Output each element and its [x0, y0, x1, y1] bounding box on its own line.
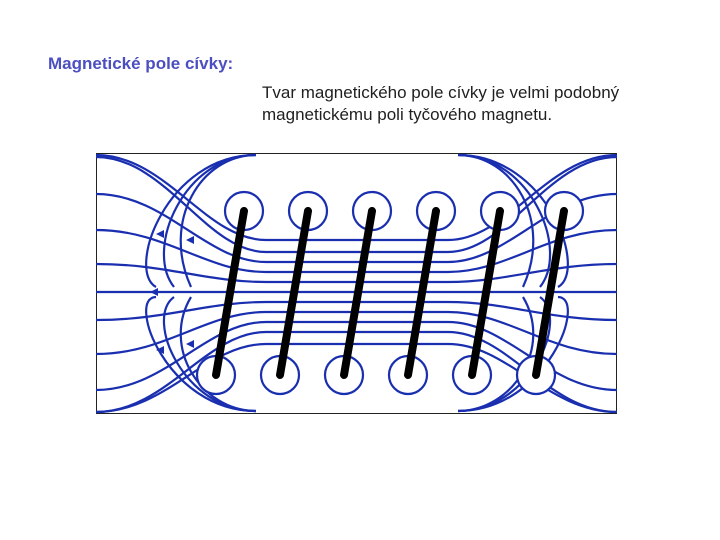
coil-field-diagram	[96, 153, 618, 414]
description-line-1: Tvar magnetického pole cívky je velmi po…	[262, 83, 620, 102]
slide-description: Tvar magnetického pole cívky je velmi po…	[262, 82, 682, 126]
coil-winding-6	[532, 207, 568, 379]
coil-winding-5	[468, 207, 504, 379]
field-line-inner-bottom-4	[96, 330, 618, 414]
field-arrow-4	[186, 236, 194, 244]
field-arrow-3	[156, 346, 164, 354]
field-loop-bottom-left-3	[145, 295, 257, 413]
coil-winding-3	[340, 207, 376, 379]
field-line-inner-top-4	[96, 155, 618, 254]
field-arrow-1	[150, 288, 158, 296]
diagram-frame	[96, 153, 617, 414]
coil-field-figure	[96, 153, 618, 415]
field-loop-top-left-3	[145, 153, 257, 288]
field-line-inner-top-5	[96, 153, 618, 242]
coil-winding-2	[276, 207, 312, 379]
coil-winding-1	[212, 207, 248, 379]
description-line-2: magnetickému poli tyčového magnetu.	[262, 105, 553, 124]
field-arrow-5	[186, 340, 194, 348]
field-loop-bottom-right-3	[457, 295, 569, 413]
field-arrow-2	[156, 230, 164, 238]
slide-title: Magnetické pole cívky:	[48, 54, 234, 73]
field-line-inner-bottom-5	[96, 342, 618, 414]
coil-winding-4	[404, 207, 440, 379]
